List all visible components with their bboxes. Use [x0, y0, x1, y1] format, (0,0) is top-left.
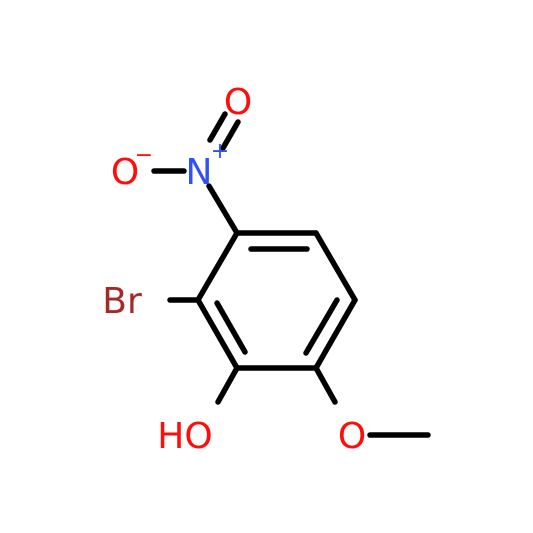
bond-c3-c4	[313, 297, 358, 371]
nitrogen-plus-charge: +	[211, 139, 229, 164]
oxygen-double-label: O	[224, 82, 252, 123]
bonds	[151, 111, 431, 438]
bond-c5-c6-inner	[214, 300, 248, 355]
oxygen-minus-label: O	[111, 152, 139, 193]
methoxy-oxygen-label: O	[338, 416, 366, 457]
atom-labels: O − N + O Br HO O	[102, 82, 366, 457]
hydroxyl-label: HO	[157, 416, 212, 457]
bond-c3-c4-inner	[303, 297, 340, 356]
bromine-label: Br	[102, 281, 142, 322]
bond-c1-n	[206, 183, 240, 236]
bond-c2-c3	[313, 230, 358, 303]
bond-n-o-double-a	[207, 111, 228, 143]
oxygen-minus-charge: −	[135, 143, 153, 168]
bond-c5-oh	[215, 365, 240, 405]
bond-c6-c1	[195, 230, 240, 303]
bond-c5-c6	[195, 297, 240, 371]
bond-c4-o	[313, 365, 338, 405]
nitrogen-label: N	[186, 152, 213, 193]
bond-n-o-double-b	[220, 119, 241, 151]
